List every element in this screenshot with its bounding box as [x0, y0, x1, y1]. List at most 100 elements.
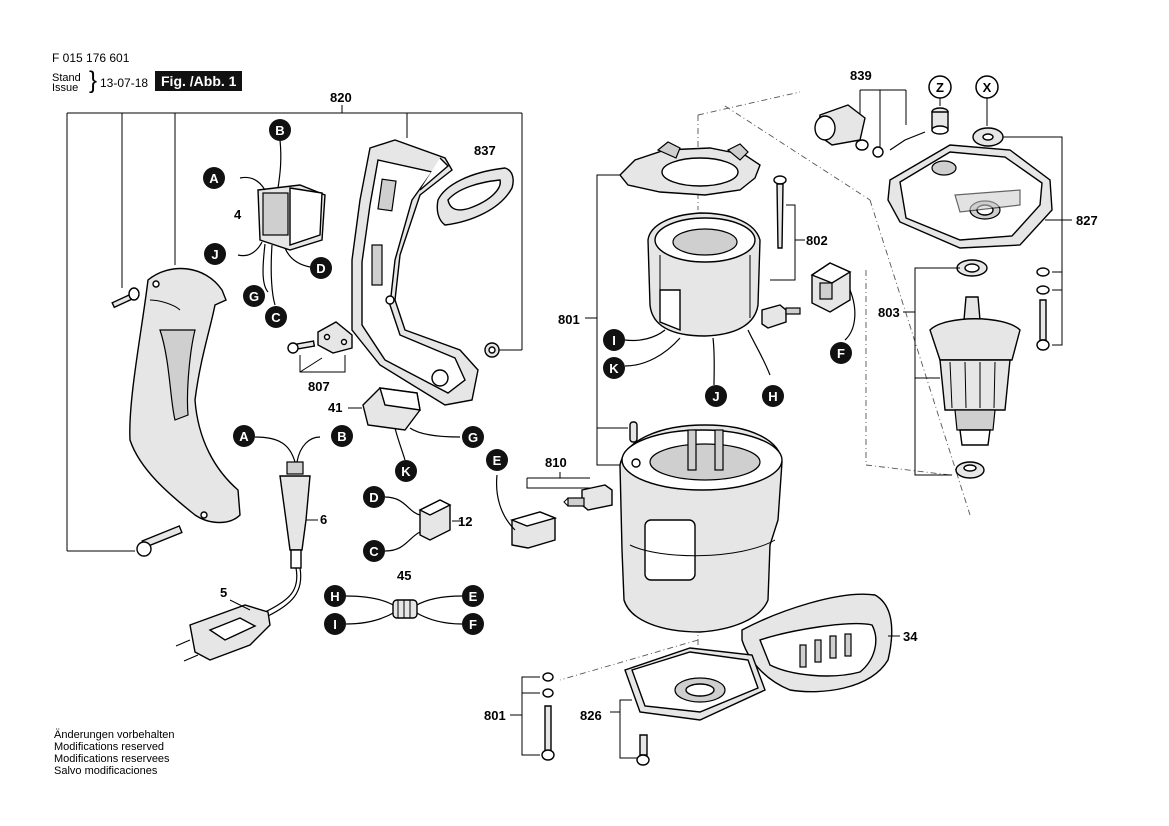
connector-f-45-letter: F	[469, 617, 477, 632]
connector-b-switch	[269, 119, 291, 141]
housing-shell-820	[351, 139, 479, 406]
cord-clamp-807	[287, 321, 353, 373]
motor-housing	[619, 424, 783, 633]
carbon-brushes-810	[495, 472, 613, 549]
connector-g-capacitor	[462, 426, 484, 448]
view-markers: Z X	[928, 75, 999, 126]
stator	[624, 212, 771, 386]
bracket-801-top	[585, 174, 630, 466]
connector-a-switch	[203, 167, 225, 189]
part-number-5: 5	[220, 585, 227, 600]
part-number-803: 803	[878, 305, 900, 320]
issue-label: Issue	[52, 82, 79, 94]
connector-f-brush-holder	[830, 342, 852, 364]
power-cord-6	[254, 436, 321, 617]
part-number-801-bottom: 801	[484, 708, 506, 723]
connector-h-stator	[762, 385, 784, 407]
connector-f-45	[462, 613, 484, 635]
connector-c-suppressor	[363, 540, 385, 562]
connector-j-stator	[705, 385, 727, 407]
connector-i-45	[324, 613, 346, 635]
connector-g-switch-letter: G	[249, 289, 259, 304]
part-number-826: 826	[580, 708, 602, 723]
dowel-pin	[629, 421, 638, 443]
switch-part-4	[237, 139, 326, 306]
part-number-45: 45	[397, 568, 411, 583]
connector-d-switch	[310, 257, 332, 279]
armature-803	[903, 267, 1021, 479]
needle-bearing-z	[931, 107, 949, 135]
document-number: F 015 176 601	[52, 51, 130, 65]
screw-802	[770, 175, 805, 281]
part-number-820: 820	[330, 90, 352, 105]
connector-a-cord	[233, 425, 255, 447]
connector-d-switch-letter: D	[316, 261, 325, 276]
suppressor-12	[384, 496, 462, 552]
connector-e-brush-letter: E	[493, 453, 502, 468]
footer-note-es: Salvo modificaciones	[54, 765, 158, 777]
connector-i-45-letter: I	[333, 617, 337, 632]
connector-j-stator-letter: J	[712, 389, 719, 404]
footer-note-en: Modifications reserved	[54, 741, 165, 753]
connector-b-cord	[331, 425, 353, 447]
connector-e-45-letter: E	[469, 589, 478, 604]
part-number-839: 839	[850, 68, 872, 83]
part-number-labels: 820 837 4 807 41 6 5 12 45 810 839 802 8…	[220, 68, 1098, 723]
bearing-x	[972, 127, 1004, 147]
connector-k-capacitor-letter: K	[401, 464, 411, 479]
connector-k-stator-letter: K	[609, 361, 619, 376]
connector-c-switch-letter: C	[271, 310, 281, 325]
screw-handle-top	[111, 287, 140, 309]
connector-c-switch	[265, 306, 287, 328]
connector-45	[345, 595, 463, 625]
bracket-820	[66, 105, 523, 552]
screw-handle-bottom	[136, 525, 183, 557]
part-number-801-top: 801	[558, 312, 580, 327]
handle-half-left	[129, 267, 241, 524]
connector-f-brush-holder-letter: F	[837, 346, 845, 361]
cover-837	[436, 167, 514, 226]
figure-badge: Fig. /Abb. 1	[155, 71, 243, 91]
plug-5	[175, 599, 271, 662]
connector-k-stator	[603, 357, 625, 379]
connector-b-cord-letter: B	[337, 429, 346, 444]
connector-h-45-letter: H	[330, 589, 339, 604]
brace-glyph: }	[89, 67, 98, 94]
stand-label: Stand	[52, 72, 81, 84]
part-number-802: 802	[806, 233, 828, 248]
gear-housing-827	[887, 144, 1053, 249]
armature-bearing-top	[956, 259, 988, 277]
part-number-827: 827	[1076, 213, 1098, 228]
issue-date: 13-07-18	[100, 76, 149, 90]
footer-note-fr: Modifications reservees	[54, 753, 170, 765]
part-number-34: 34	[903, 629, 918, 644]
part-number-12: 12	[458, 514, 472, 529]
base-plate-826	[610, 647, 766, 766]
nut-820	[484, 342, 500, 358]
connector-d-suppressor	[363, 486, 385, 508]
connector-h-stator-letter: H	[768, 389, 777, 404]
connector-c-suppressor-letter: C	[369, 544, 379, 559]
part-number-4: 4	[234, 207, 242, 222]
connector-e-brush	[486, 449, 508, 471]
connector-g-capacitor-letter: G	[468, 430, 478, 445]
bracket-827	[1003, 136, 1072, 346]
connector-i-stator	[603, 329, 625, 351]
lever-839	[814, 89, 926, 158]
view-marker-x-letter: X	[983, 80, 992, 95]
part-number-6: 6	[320, 512, 327, 527]
connector-j-switch	[204, 243, 226, 265]
connector-a-cord-letter: A	[239, 429, 249, 444]
connector-h-45	[324, 585, 346, 607]
screws-801-bottom	[510, 672, 555, 761]
connector-a-switch-letter: A	[209, 171, 219, 186]
connector-j-switch-letter: J	[211, 247, 218, 262]
connector-g-switch	[243, 285, 265, 307]
view-marker-z-letter: Z	[936, 80, 944, 95]
connector-d-suppressor-letter: D	[369, 490, 378, 505]
handle-guard-34	[741, 593, 900, 693]
part-number-837: 837	[474, 143, 496, 158]
part-number-807: 807	[308, 379, 330, 394]
